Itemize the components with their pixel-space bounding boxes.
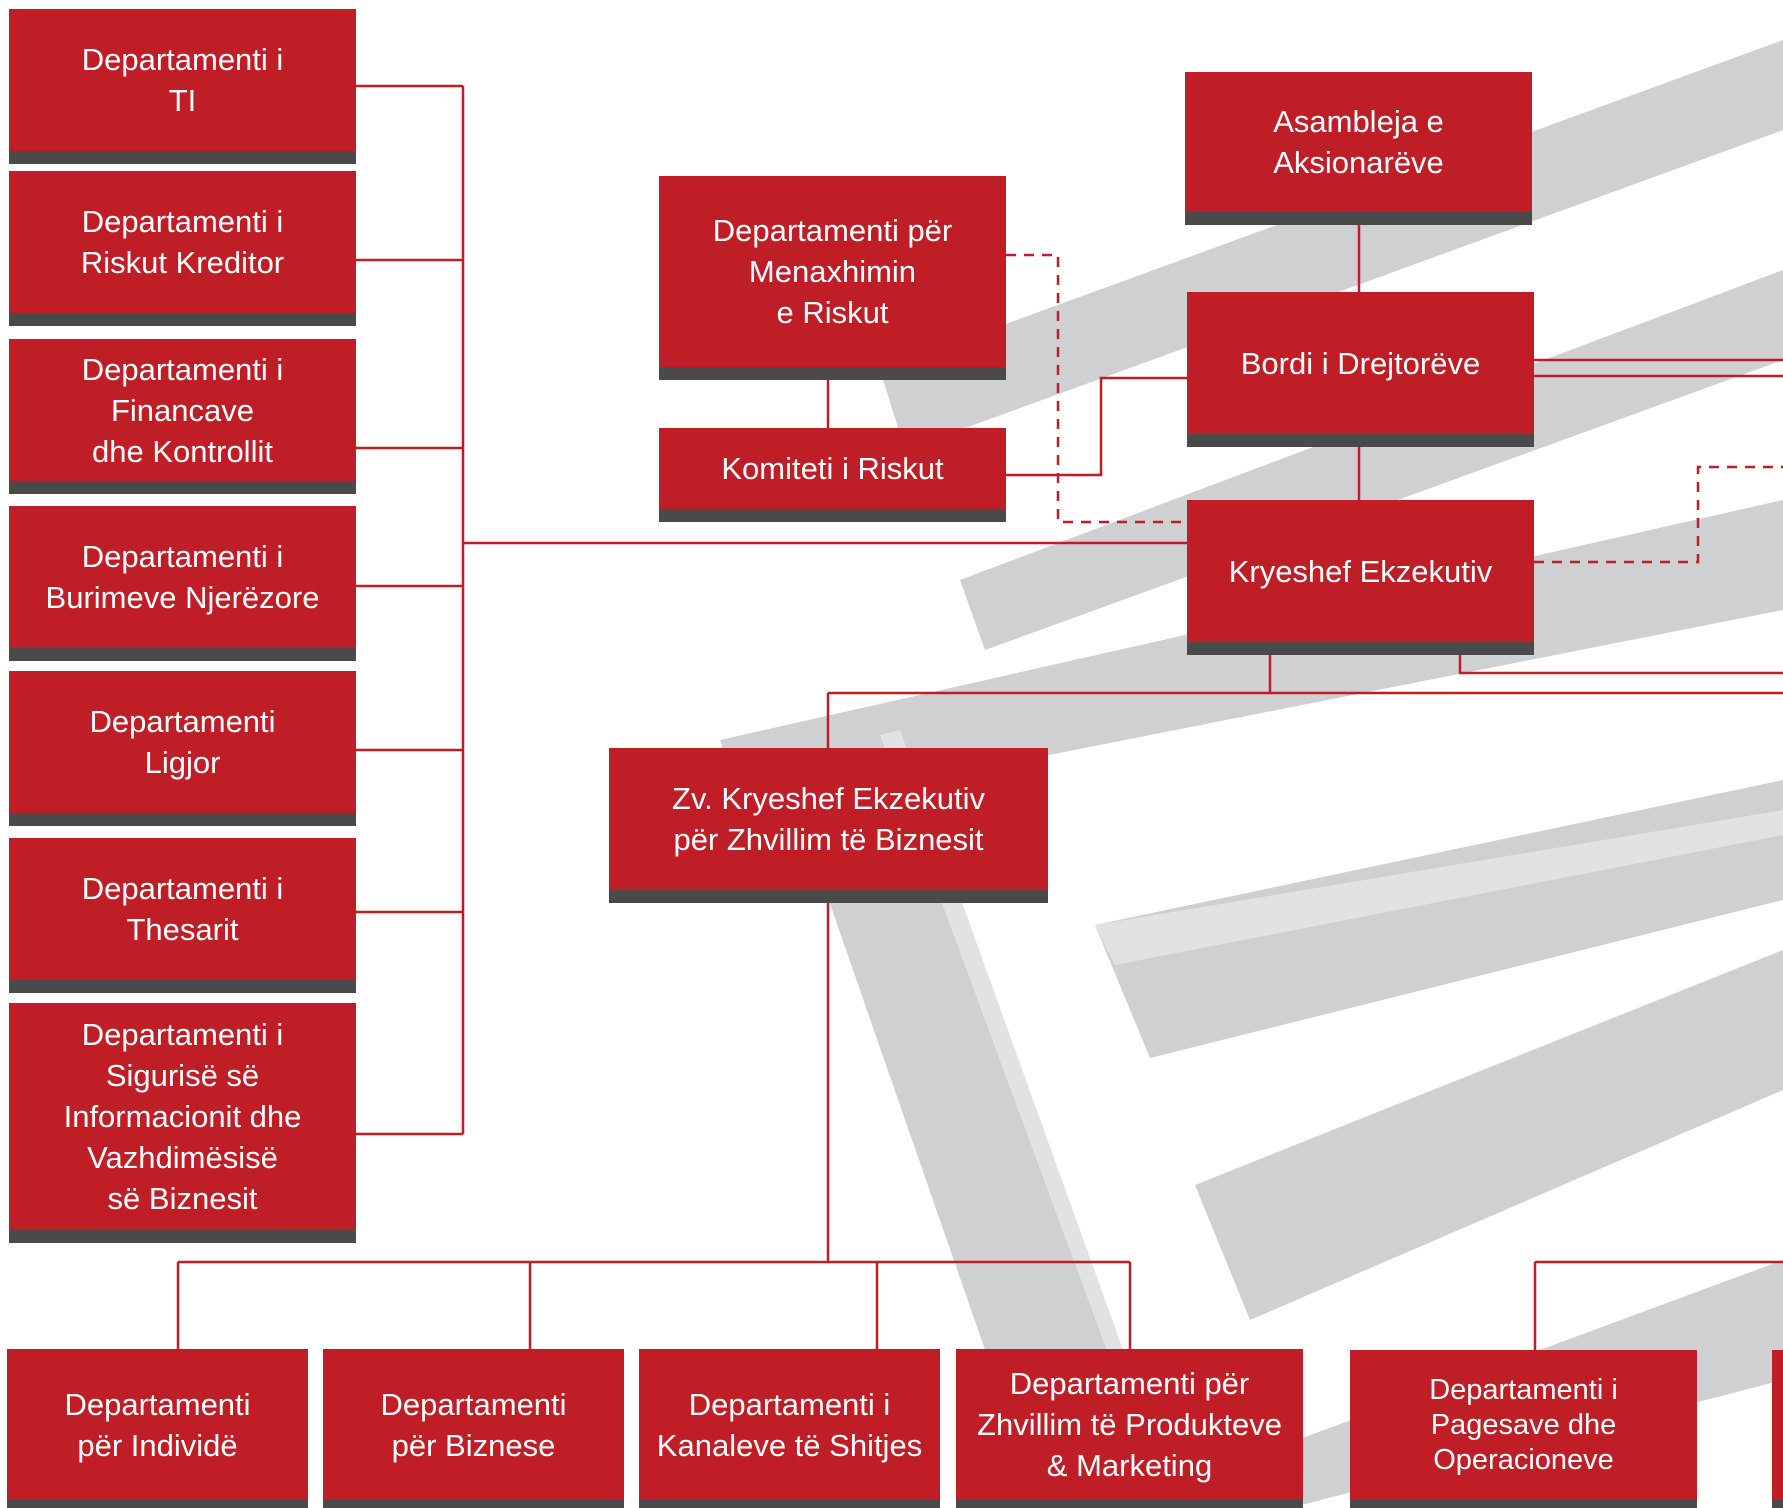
dept-treasury-box: Departamenti i Thesarit <box>9 838 356 993</box>
ceo-dashed-connector <box>1534 465 1783 564</box>
ceo-box: Kryeshef Ekzekutiv <box>1187 500 1534 655</box>
dept-risk-management-box: Departamenti për Menaxhimin e Riskut <box>659 176 1006 380</box>
business-tree-connectors <box>176 903 1783 1350</box>
risk-dashed-connector <box>1006 253 1187 524</box>
ceo-down-connectors <box>826 655 1783 748</box>
dept-individuals-box: Departamenti për Individë <box>7 1349 308 1508</box>
dept-business-box: Departamenti për Biznese <box>323 1349 624 1508</box>
dept-finance-box: Departamenti i Financave dhe Kontrollit <box>9 339 356 494</box>
governance-connectors <box>826 225 1783 500</box>
dept-hr-box: Departamenti i Burimeve Njerëzore <box>9 506 356 661</box>
dept-legal-box: Departamenti Ligjor <box>9 671 356 826</box>
shareholders-assembly-box: Asambleja e Aksionarëve <box>1185 72 1532 225</box>
dept-products-marketing-box: Departamenti për Zhvillim të Produkteve … <box>956 1349 1303 1508</box>
stripe-highlight <box>880 730 1180 1508</box>
stripe <box>1195 950 1783 1320</box>
dept-credit-risk-box: Departamenti i Riskut Kreditor <box>9 171 356 326</box>
stripe <box>960 270 1783 650</box>
partial-box-edge <box>1772 1350 1783 1508</box>
deputy-ceo-business-box: Zv. Kryeshef Ekzekutiv për Zhvillim të B… <box>609 748 1048 903</box>
stripe <box>780 735 1170 1508</box>
stripe-highlight <box>1095 810 1783 965</box>
dept-payments-operations-box: Departamenti i Pagesave dhe Operacioneve <box>1350 1350 1697 1508</box>
risk-committee-box: Komiteti i Riskut <box>659 428 1006 522</box>
dept-sales-channels-box: Departamenti i Kanaleve të Shitjes <box>639 1349 940 1508</box>
dept-infosec-box: Departamenti i Sigurisë së Informacionit… <box>9 1003 356 1243</box>
dept-ti-box: Departamenti i TI <box>9 9 356 164</box>
left-bus-connectors <box>356 84 1187 1136</box>
board-of-directors-box: Bordi i Drejtorëve <box>1187 292 1534 447</box>
stripe <box>880 40 1783 450</box>
